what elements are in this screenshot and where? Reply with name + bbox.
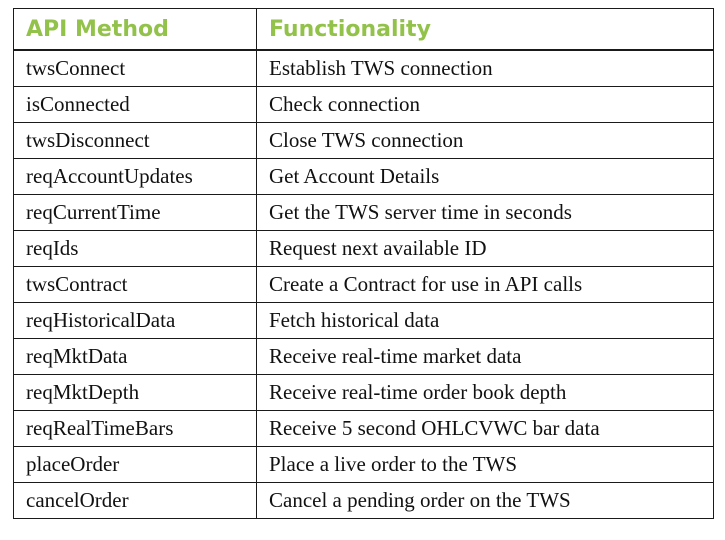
table-row: twsConnect Establish TWS connection [13,49,714,87]
functionality-cell: Place a live order to the TWS [256,446,714,483]
functionality-cell: Get Account Details [256,158,714,195]
functionality-cell: Cancel a pending order on the TWS [256,482,714,519]
method-cell: twsContract [13,266,257,303]
functionality-cell: Close TWS connection [256,122,714,159]
functionality-cell: Receive real-time market data [256,338,714,375]
table-row: twsDisconnect Close TWS connection [13,122,714,159]
method-cell: reqAccountUpdates [13,158,257,195]
method-cell: reqHistoricalData [13,302,257,339]
table-row: placeOrder Place a live order to the TWS [13,446,714,483]
method-cell: isConnected [13,86,257,123]
table-row: reqAccountUpdates Get Account Details [13,158,714,195]
functionality-cell: Establish TWS connection [256,49,714,87]
method-cell: cancelOrder [13,482,257,519]
column-header-api-method: API Method [13,8,257,51]
table-row: reqMktDepth Receive real-time order book… [13,374,714,411]
functionality-cell: Get the TWS server time in seconds [256,194,714,231]
functionality-cell: Create a Contract for use in API calls [256,266,714,303]
table-row: reqHistoricalData Fetch historical data [13,302,714,339]
method-cell: reqMktDepth [13,374,257,411]
table-row: cancelOrder Cancel a pending order on th… [13,482,714,519]
functionality-cell: Receive real-time order book depth [256,374,714,411]
table-row: twsContract Create a Contract for use in… [13,266,714,303]
header-row: API Method Functionality [13,8,714,51]
table-row: isConnected Check connection [13,86,714,123]
table-row: reqRealTimeBars Receive 5 second OHLCVWC… [13,410,714,447]
functionality-cell: Check connection [256,86,714,123]
method-cell: reqIds [13,230,257,267]
functionality-cell: Receive 5 second OHLCVWC bar data [256,410,714,447]
api-methods-table: API Method Functionality twsConnect Esta… [13,8,714,519]
table-row: reqIds Request next available ID [13,230,714,267]
method-cell: twsDisconnect [13,122,257,159]
method-cell: reqMktData [13,338,257,375]
functionality-cell: Request next available ID [256,230,714,267]
table-row: reqCurrentTime Get the TWS server time i… [13,194,714,231]
table-row: reqMktData Receive real-time market data [13,338,714,375]
functionality-cell: Fetch historical data [256,302,714,339]
column-header-functionality: Functionality [256,8,714,51]
method-cell: placeOrder [13,446,257,483]
method-cell: reqRealTimeBars [13,410,257,447]
method-cell: twsConnect [13,49,257,87]
method-cell: reqCurrentTime [13,194,257,231]
